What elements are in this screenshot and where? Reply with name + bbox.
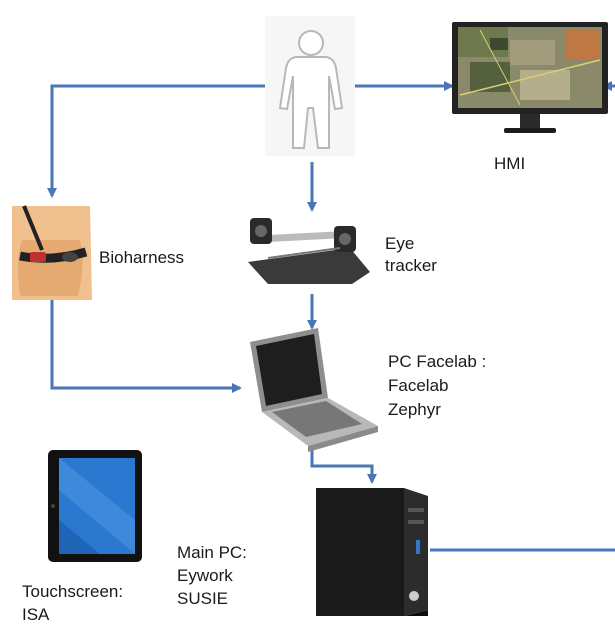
touchscreen-label: Touchscreen: ISA	[22, 580, 123, 626]
arrow-user-to-bioharness	[47, 84, 265, 198]
pc-facelab-label-line-3: Zephyr	[388, 400, 441, 419]
pc-facelab-label-line-2: Facelab	[388, 376, 449, 395]
main-pc-label-line-1: Main PC:	[177, 543, 247, 562]
bioharness-label: Bioharness	[99, 248, 185, 267]
eye-tracker-label-line-2: tracker	[385, 256, 437, 275]
main-pc-label-line-3: SUSIE	[177, 589, 229, 608]
chest-strap-icon	[12, 205, 92, 300]
monitor-map-icon	[452, 22, 608, 133]
pc-facelab-label-line-1: PC Facelab :	[388, 352, 487, 371]
arrow-bioharness-to-laptop	[50, 300, 242, 393]
touchscreen-label-line-2: ISA	[22, 605, 50, 624]
person-outline-icon	[265, 16, 355, 156]
pc-facelab-label: PC Facelab : Facelab Zephyr	[388, 350, 486, 422]
laptop-icon	[250, 328, 378, 452]
tablet-icon	[48, 450, 142, 562]
eye-tracker-label: Eye tracker	[385, 233, 437, 277]
arrow-laptop-to-mainpc	[310, 446, 377, 484]
touchscreen-label-line-1: Touchscreen:	[22, 582, 124, 601]
main-pc-label-line-2: Eywork	[177, 566, 233, 585]
hmi-label: HMI	[494, 154, 526, 173]
desktop-tower-icon	[316, 488, 428, 616]
eye-tracker-icon	[248, 218, 370, 284]
eye-tracker-label-line-1: Eye	[385, 234, 415, 253]
main-pc-label: Main PC: Eywork SUSIE	[177, 541, 247, 610]
